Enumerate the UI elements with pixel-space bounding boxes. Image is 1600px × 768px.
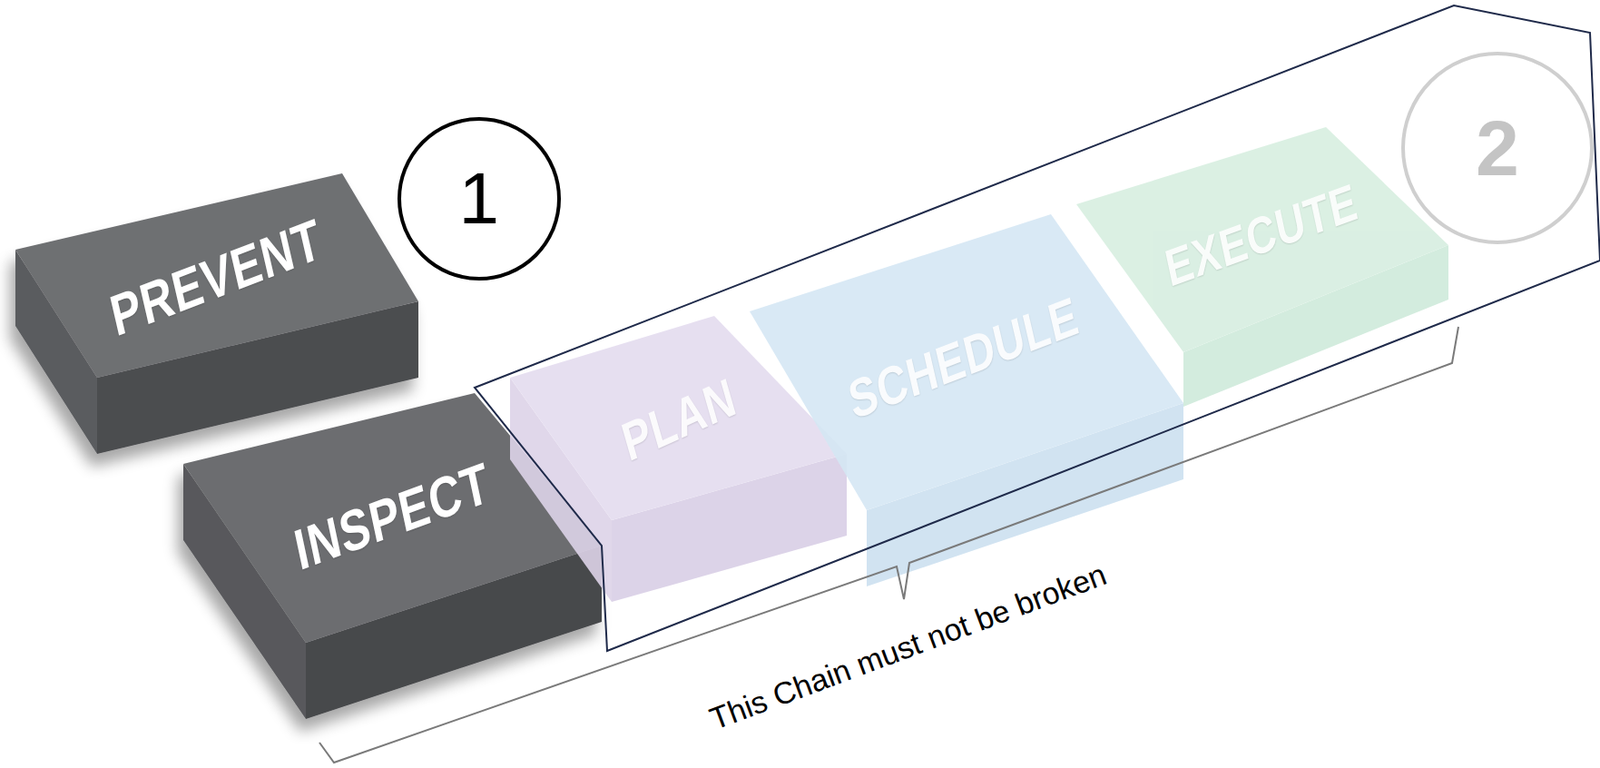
callout-number: 2 [1475,108,1520,187]
execute-block [1076,127,1449,407]
callout-circle [1403,53,1592,243]
group-outline [474,5,1600,651]
bracket-note: This Chain must not be broken [705,558,1110,735]
prevent-block [15,173,419,454]
callout-circle [399,118,560,279]
schedule-block [749,214,1184,587]
callout-number: 1 [459,162,501,236]
